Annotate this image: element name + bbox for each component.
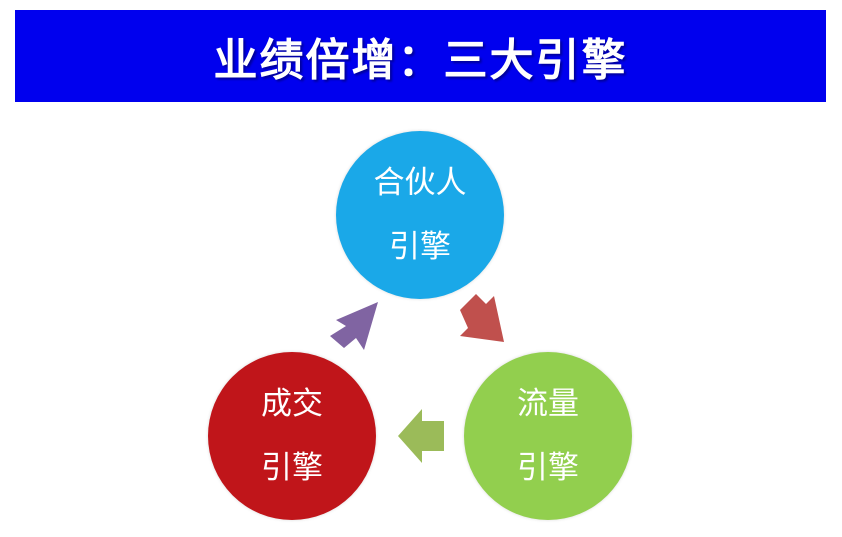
traffic-engine-label-line1: 流量 xyxy=(517,386,579,422)
page-title: 业绩倍增：三大引擎 xyxy=(213,35,628,86)
partner-engine-label-line2: 引擎 xyxy=(389,229,451,265)
arrow-deal-to-partner-shape xyxy=(330,302,378,350)
partner-engine-label-line1: 合伙人 xyxy=(373,165,467,201)
traffic-engine-circle: 流量 引擎 xyxy=(464,352,632,520)
arrow-partner-to-traffic-shape xyxy=(460,294,504,342)
arrow-deal-to-partner-icon xyxy=(326,300,384,358)
deal-engine-label-line1: 成交 xyxy=(261,386,323,422)
arrow-partner-to-traffic-icon xyxy=(452,292,512,350)
arrow-traffic-to-deal-shape xyxy=(398,409,444,463)
deal-engine-circle: 成交 引擎 xyxy=(208,352,376,520)
title-banner: 业绩倍增：三大引擎 xyxy=(15,10,826,102)
deal-engine-label-line2: 引擎 xyxy=(261,450,323,486)
traffic-engine-label-line2: 引擎 xyxy=(517,450,579,486)
partner-engine-circle: 合伙人 引擎 xyxy=(336,131,504,299)
arrow-traffic-to-deal-icon xyxy=(398,407,446,465)
